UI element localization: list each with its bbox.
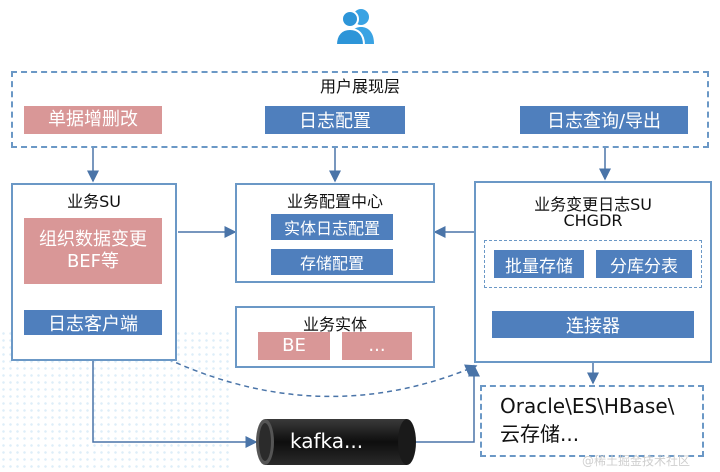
kafka-label: kafka...: [290, 429, 364, 453]
presentation-layer-box: [11, 71, 709, 148]
org-data-change-label: 组织数据变更 BEF等: [39, 228, 147, 273]
connector: 连接器: [492, 311, 694, 338]
arrow-kafka-to-chgdr: [414, 364, 480, 443]
storage-options-line2: 云存储...: [500, 422, 580, 446]
config-center-item-entity-log: 实体日志配置: [271, 214, 393, 240]
business-su-title: 业务SU: [67, 192, 121, 211]
org-data-change-box: 组织数据变更 BEF等: [24, 218, 162, 284]
arrow-client-to-kafka: [92, 335, 258, 448]
kafka-queue-cylinder: [256, 419, 416, 465]
presentation-layer-title: 用户展现层: [319, 77, 400, 96]
log-client: 日志客户端: [24, 310, 162, 335]
storage-options-line1: Oracle\ES\HBase\: [500, 394, 675, 418]
change-log-su-subtitle: CHGDR: [563, 211, 623, 230]
business-entity-more: ...: [342, 332, 412, 360]
storage-strategy-group: [484, 240, 702, 288]
batch-storage: 批量存储: [494, 250, 584, 278]
business-entity-be: BE: [258, 332, 330, 360]
module-log-query-export: 日志查询/导出: [520, 106, 688, 134]
sharding: 分库分表: [596, 250, 692, 278]
config-center-item-storage: 存储配置: [271, 249, 393, 275]
business-entity-title: 业务实体: [302, 315, 367, 334]
users-icon: [334, 9, 374, 46]
config-center-title: 业务配置中心: [286, 192, 383, 211]
module-create-update-delete: 单据增删改: [24, 106, 162, 134]
watermark-text: @稀土掘金技术社区: [582, 454, 691, 468]
change-log-su-title: 业务变更日志SU: [534, 195, 652, 214]
storage-box: [480, 385, 704, 457]
module-log-config: 日志配置: [265, 106, 405, 134]
